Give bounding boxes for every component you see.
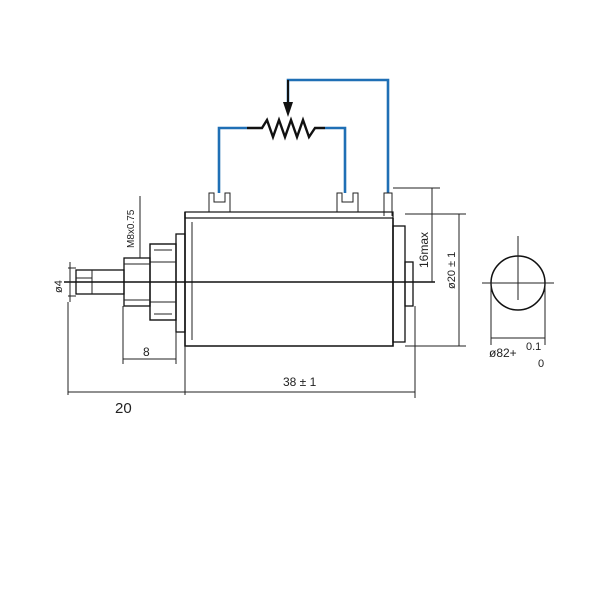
dimension-lines bbox=[67, 187, 466, 398]
label-tolerance-lower: 0 bbox=[538, 358, 544, 370]
terminal-left bbox=[208, 192, 231, 212]
label-max-depth: 16max bbox=[417, 232, 431, 268]
wiper-arrow-head bbox=[283, 102, 293, 117]
potentiometer-body bbox=[175, 211, 414, 347]
terminal-right bbox=[383, 192, 393, 216]
label-body-len: 38 ± 1 bbox=[283, 375, 317, 389]
right-terminal-wire bbox=[325, 126, 347, 193]
label-shaft-dia: ø4 bbox=[53, 280, 65, 293]
terminal-middle bbox=[336, 192, 359, 212]
label-tolerance-main: ø82+ bbox=[489, 346, 517, 360]
wiper-wire bbox=[286, 78, 390, 193]
front-flange bbox=[175, 233, 186, 333]
label-thread: M8x0.75 bbox=[126, 209, 137, 248]
label-bushing-len: 8 bbox=[143, 345, 150, 359]
body-outline bbox=[184, 212, 394, 347]
resistor-symbol bbox=[247, 116, 325, 141]
label-body-dia: ø20 ± 1 bbox=[446, 252, 458, 289]
rear-cap bbox=[392, 225, 406, 343]
label-overall: 20 bbox=[115, 400, 132, 417]
rear-boss bbox=[404, 261, 414, 307]
left-terminal-wire bbox=[217, 126, 247, 193]
end-view bbox=[482, 236, 554, 345]
label-tolerance-upper: 0.1 bbox=[526, 341, 541, 353]
terminals bbox=[208, 192, 393, 216]
top-plate bbox=[184, 211, 394, 219]
schematic-circuit bbox=[217, 78, 390, 193]
